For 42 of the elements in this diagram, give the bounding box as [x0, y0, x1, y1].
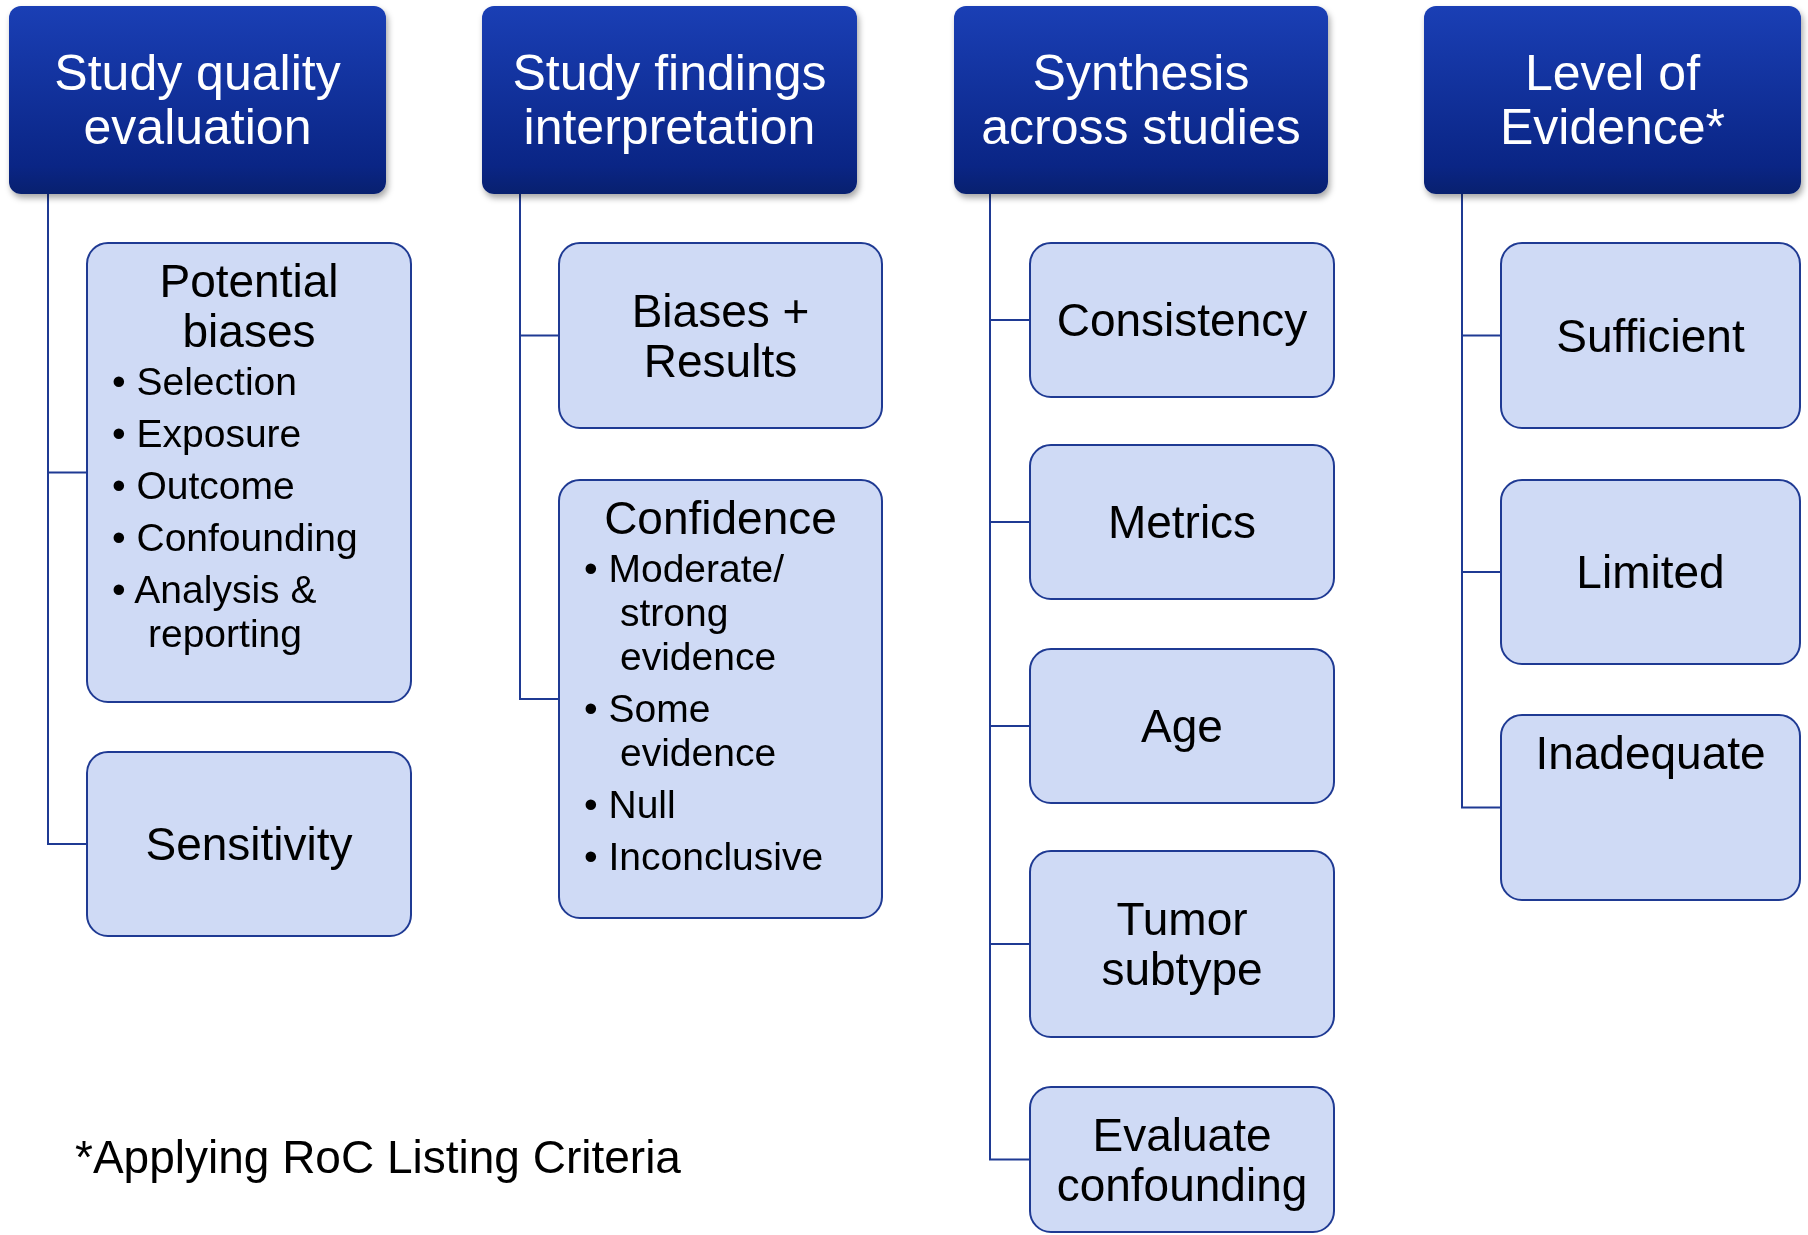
box-heading: Confidence: [604, 493, 837, 543]
category-box: [1500, 714, 1801, 901]
footnote: *Applying RoC Listing Criteria: [75, 1130, 681, 1184]
bullet-item: • Selection: [112, 360, 298, 404]
box-label: Metrics: [1107, 497, 1257, 547]
bullet-item: • Outcome: [112, 464, 296, 508]
bullet-item: • Exposure: [112, 412, 303, 456]
box-heading: Potential biases: [158, 256, 340, 356]
box-label: Limited: [1576, 547, 1725, 597]
box-label: Inadequate: [1535, 728, 1766, 778]
category-box: [86, 751, 412, 937]
box-label: Biases + Results: [630, 285, 811, 386]
box-label: Sufficient: [1556, 310, 1745, 361]
bullet-item: • Moderate/ strong evidence: [584, 547, 786, 679]
box-label: Evaluate confounding: [1055, 1109, 1309, 1210]
box-label: Tumor subtype: [1100, 894, 1264, 994]
bullet-item: • Null: [584, 783, 677, 827]
header-text: Study findings interpretation: [511, 46, 828, 154]
category-box: [558, 479, 883, 919]
header-text: Study quality evaluation: [53, 46, 342, 154]
header-text: Level of Evidence*: [1498, 46, 1727, 154]
category-box: [86, 242, 412, 703]
category-box: [1029, 850, 1335, 1038]
box-label: Age: [1141, 701, 1223, 751]
bullet-item: • Some evidence: [584, 687, 778, 775]
bullet-item: • Confounding: [112, 516, 359, 560]
category-box: [1029, 1086, 1335, 1233]
category-box: [1500, 479, 1801, 665]
header-box: [954, 6, 1328, 194]
category-box: [1029, 444, 1335, 600]
box-label: Consistency: [1056, 295, 1308, 345]
header-box: [482, 6, 857, 194]
header-box: [1424, 6, 1801, 194]
bullet-item: • Analysis & reporting: [112, 568, 318, 656]
category-box: [1029, 648, 1335, 804]
header-box: [9, 6, 386, 194]
category-box: [558, 242, 883, 429]
category-box: [1500, 242, 1801, 429]
header-text: Synthesis across studies: [980, 46, 1302, 154]
category-box: [1029, 242, 1335, 398]
bullet-item: • Inconclusive: [584, 835, 825, 879]
box-label: Sensitivity: [145, 819, 353, 869]
